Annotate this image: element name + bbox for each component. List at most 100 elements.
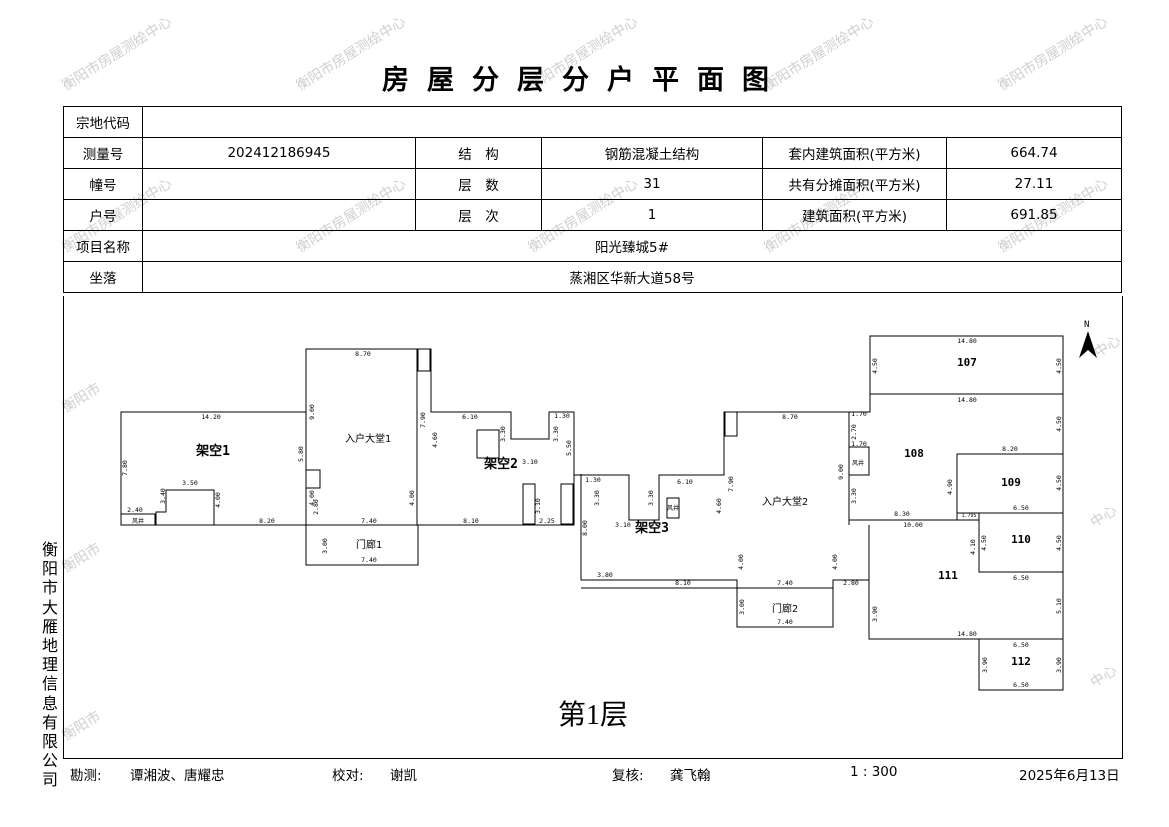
- dim-label: 8.30: [894, 510, 910, 518]
- check-label: 校对:: [332, 768, 364, 784]
- dim-label: 7.90: [419, 412, 427, 428]
- building-value: [142, 168, 416, 200]
- dim-label: 1.70: [851, 440, 867, 448]
- room-label: 风井: [132, 517, 144, 525]
- dim-label: 4.00: [737, 554, 745, 570]
- room-label: 架空1: [195, 443, 230, 459]
- dim-label: 2.80: [843, 579, 859, 587]
- room-label: 风井: [852, 459, 864, 467]
- dim-label: 7.40: [361, 517, 377, 525]
- room-label: 架空3: [634, 520, 669, 536]
- project-value: 阳光臻城5#: [142, 230, 1122, 262]
- floor-label: 第1层: [558, 699, 628, 731]
- dim-label: 4.00: [831, 554, 839, 570]
- dim-label: 6.50: [1013, 641, 1029, 649]
- dim-label: 2.80: [312, 499, 320, 515]
- room-label: 入户大堂2: [762, 495, 808, 508]
- dim-label: 7.40: [777, 579, 793, 587]
- dim-label: 4.50: [871, 358, 879, 374]
- dim-label: 3.90: [871, 606, 879, 622]
- unit-108-outline-bottom: [849, 453, 1063, 521]
- dim-label: 6.50: [1013, 504, 1029, 512]
- dim-label: 3.00: [738, 599, 746, 615]
- unit-108-outline-top: [849, 393, 1064, 454]
- floors-label: 层 数: [415, 168, 542, 200]
- structure-value: 钢筋混凝土结构: [541, 137, 763, 169]
- north-label: N: [1084, 320, 1089, 330]
- dim-label: 6.10: [677, 478, 693, 486]
- floors-value: 31: [541, 168, 763, 200]
- north-arrow-icon: N: [1079, 320, 1097, 358]
- structure-label: 结 构: [415, 137, 542, 169]
- dim-label: 3.30: [647, 490, 655, 506]
- shared-area-label: 共有分摊面积(平方米): [762, 168, 947, 200]
- dim-label: 14.80: [957, 396, 977, 404]
- dim-label: 5.10: [1055, 598, 1063, 614]
- check-name: 谢凯: [390, 768, 417, 784]
- page-title: 房屋分层分户平面图: [382, 65, 787, 96]
- info-table: 宗地代码 测量号 202412186945 结 构 钢筋混凝土结构 套内建筑面积…: [63, 106, 1122, 293]
- dim-label: 5.80: [297, 446, 305, 462]
- shaft-box-5: [560, 483, 574, 525]
- room-label: 110: [1011, 533, 1031, 546]
- stair-box-jk2: [476, 429, 500, 459]
- dim-label: 8.70: [355, 350, 371, 358]
- dim-label: 3.40: [159, 488, 167, 504]
- porch1-outline: [305, 524, 419, 566]
- shaft-box-7: [724, 411, 738, 437]
- dim-label: 6.50: [1013, 681, 1029, 689]
- room-label: 入户大堂1: [345, 432, 391, 445]
- survey-label: 测量号: [63, 137, 143, 169]
- shaft-box-6: [666, 497, 680, 519]
- dim-label: 10.00: [903, 521, 923, 529]
- dim-label: 4.10: [969, 539, 977, 555]
- dim-label: 6.50: [1013, 574, 1029, 582]
- dim-label: 6.10: [462, 413, 478, 421]
- dim-label: 14.80: [957, 630, 977, 638]
- dim-label: 8.20: [259, 517, 275, 525]
- dim-label: 3.30: [552, 426, 560, 442]
- dim-label: 3.90: [981, 657, 989, 673]
- unit-value: [142, 199, 416, 231]
- dim-label: 1.30: [554, 412, 570, 420]
- dim-label: 2.70: [850, 424, 858, 440]
- dim-label: 4.50: [980, 535, 988, 551]
- dim-label: 2.40: [127, 506, 143, 514]
- building-label: 幢号: [63, 168, 143, 200]
- room-label: 111: [938, 569, 958, 582]
- unit-112-outline: [978, 638, 1064, 691]
- dim-label: 4.00: [308, 490, 316, 506]
- room-label: 108: [904, 447, 924, 460]
- room-label: 门廊2: [772, 602, 798, 615]
- survey-value: 202412186945: [142, 137, 416, 169]
- outline-jiakong3: [580, 411, 850, 525]
- dim-label: 1.70: [851, 410, 867, 418]
- shaft-box-8: [848, 446, 870, 476]
- date: 2025年6月13日: [1019, 768, 1120, 784]
- dim-label: 1.795: [961, 513, 976, 519]
- inner-area-label: 套内建筑面积(平方米): [762, 137, 947, 169]
- dim-label: 9.00: [308, 404, 316, 420]
- room-label: 107: [957, 356, 977, 369]
- dim-label: 3.30: [850, 488, 858, 504]
- dim-label: 3.50: [182, 479, 198, 487]
- zongdi-label: 宗地代码: [63, 106, 143, 138]
- dim-label: 4.00: [408, 490, 416, 506]
- survey-names: 谭湘波、唐耀忠: [130, 768, 225, 784]
- notch-jiakong1: [121, 489, 215, 526]
- dim-label: 8.70: [782, 413, 798, 421]
- dim-label: 4.90: [946, 479, 954, 495]
- dim-label: 3.30: [593, 490, 601, 506]
- unit-110-outline: [978, 512, 1064, 573]
- dim-label: 14.20: [201, 413, 221, 421]
- floor-plan: N 架空1 架空2 架空3 入户大堂1 入户大堂2 门廊1 门廊2 107 10…: [120, 320, 1097, 731]
- dim-label: 3.10: [522, 458, 538, 466]
- outline-middle-bottom: [574, 474, 870, 628]
- inner-area-value: 664.74: [946, 137, 1122, 169]
- dim-label: 3.00: [321, 538, 329, 554]
- floor-no-value: 1: [541, 199, 763, 231]
- floor-no-label: 层 次: [415, 199, 542, 231]
- location-value: 蒸湘区华新大道58号: [142, 261, 1122, 293]
- shaft-box-3: [417, 348, 431, 372]
- room-label: 门廊1: [356, 538, 382, 551]
